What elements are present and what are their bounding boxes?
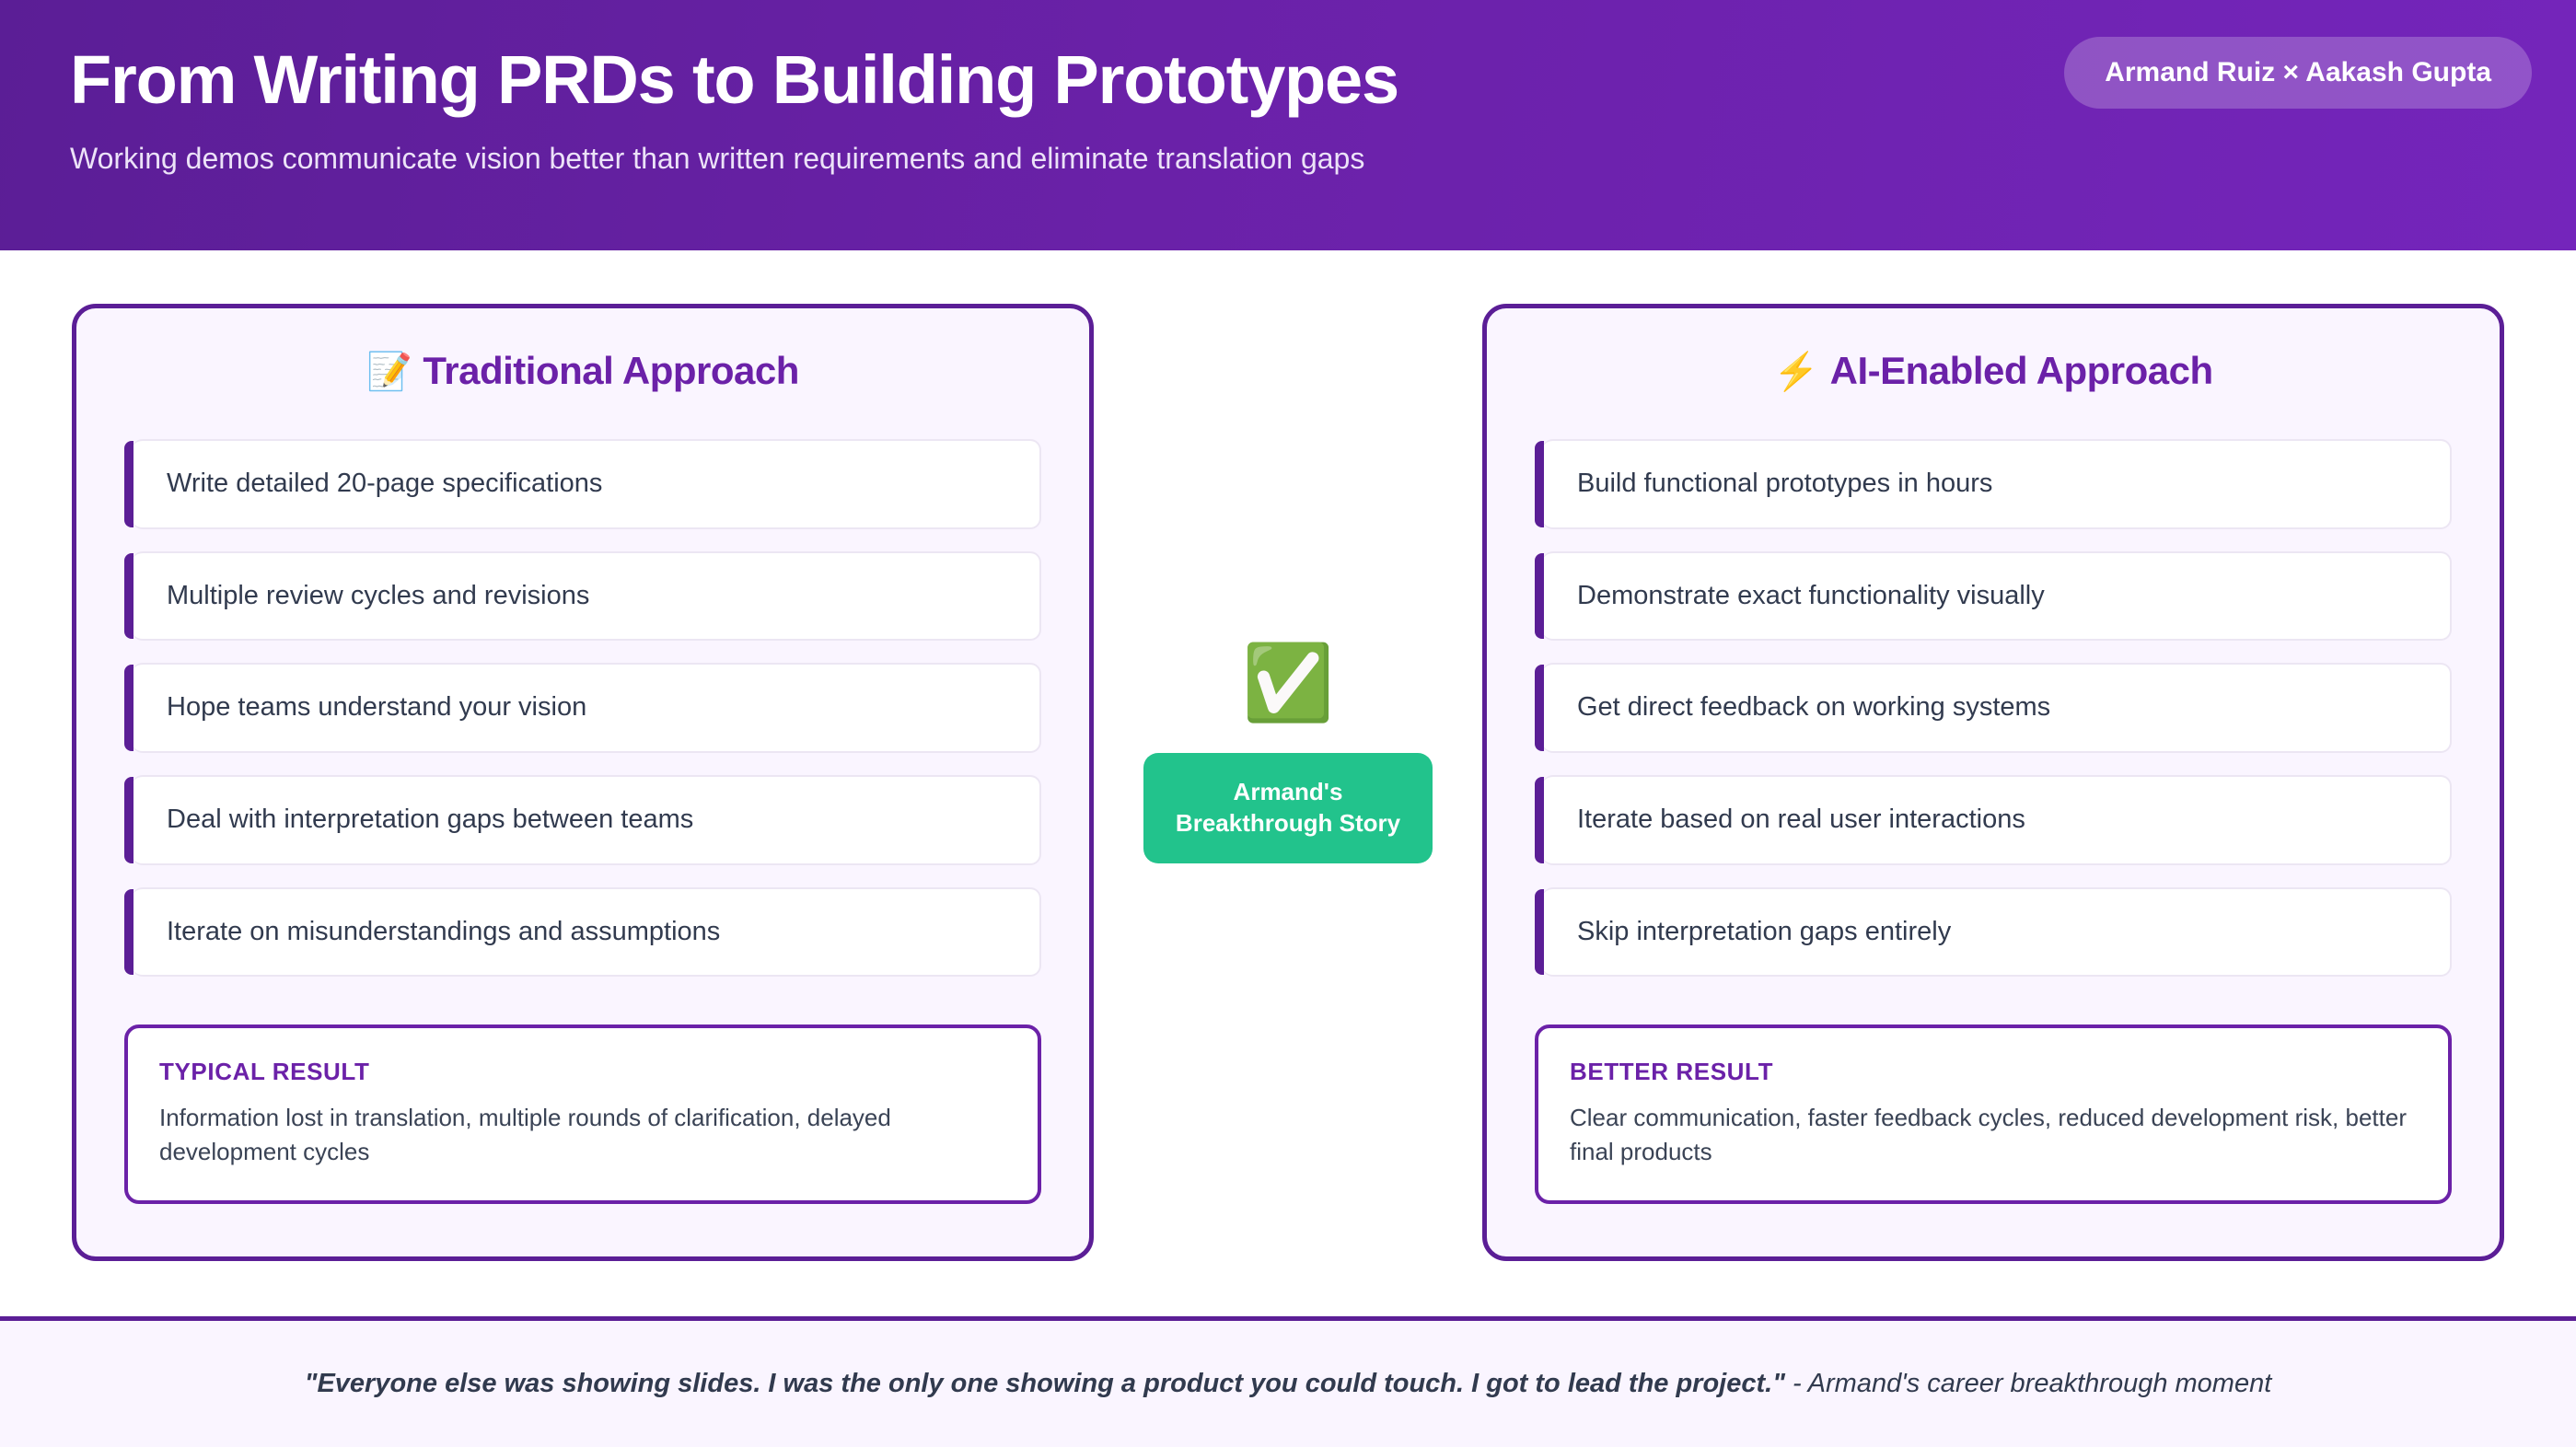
better-result-label: BETTER RESULT	[1570, 1058, 1774, 1086]
page-subtitle: Working demos communicate vision better …	[70, 142, 1365, 176]
list-item: Iterate based on real user interactions	[1535, 775, 2452, 865]
breakthrough-badge-line2: Breakthrough Story	[1175, 808, 1401, 837]
list-item: Skip interpretation gaps entirely	[1535, 886, 2452, 978]
typical-result-text: Information lost in translation, multipl…	[159, 1104, 891, 1166]
lightning-bolt-icon: ⚡	[1773, 352, 1819, 392]
list-item: Multiple review cycles and revisions	[124, 550, 1041, 642]
traditional-approach-card: 📝 Traditional Approach Write detailed 20-…	[72, 304, 1094, 1261]
page-header: From Writing PRDs to Building Prototypes…	[0, 0, 2576, 250]
better-result-box: BETTER RESULT Clear communication, faste…	[1535, 1024, 2452, 1205]
footer-quote: "Everyone else was showing slides. I was…	[305, 1369, 2272, 1399]
list-item: Iterate on misunderstandings and assumpt…	[124, 886, 1041, 978]
comparison-area: 📝 Traditional Approach Write detailed 20-…	[0, 250, 2576, 1316]
white-check-mark-icon: ✅	[1242, 642, 1334, 724]
list-item: Demonstrate exact functionality visually	[1535, 550, 2452, 642]
ai-item-list: Build functional prototypes in hours Dem…	[1535, 439, 2452, 978]
better-result-text: Clear communication, faster feedback cyc…	[1570, 1104, 2407, 1166]
ai-card-title: ⚡AI-Enabled Approach	[1535, 349, 2452, 393]
list-item: Write detailed 20-page specifications	[124, 439, 1041, 529]
page-title: From Writing PRDs to Building Prototypes	[70, 41, 1399, 118]
list-item: Hope teams understand your vision	[124, 663, 1041, 754]
breakthrough-badge-line1: Armand's	[1233, 778, 1343, 805]
ai-enabled-approach-card: ⚡AI-Enabled Approach Build functional pr…	[1482, 304, 2504, 1261]
traditional-card-title-text: Traditional Approach	[423, 349, 799, 392]
traditional-card-title: 📝 Traditional Approach	[124, 349, 1041, 393]
typical-result-label: TYPICAL RESULT	[159, 1058, 370, 1086]
presenters-badge: Armand Ruiz × Aakash Gupta	[2064, 37, 2532, 109]
footer-quote-text: "Everyone else was showing slides. I was…	[304, 1369, 1785, 1398]
list-item: Deal with interpretation gaps between te…	[124, 775, 1041, 865]
traditional-item-list: Write detailed 20-page specifications Mu…	[124, 439, 1041, 978]
breakthrough-story-badge: Armand's Breakthrough Story	[1143, 753, 1433, 863]
center-divider-column: ✅ Armand's Breakthrough Story	[1104, 304, 1472, 1316]
footer-quote-attribution: - Armand's career breakthrough moment	[1784, 1369, 2272, 1398]
typical-result-box: TYPICAL RESULT Information lost in trans…	[124, 1024, 1041, 1205]
list-item: Get direct feedback on working systems	[1535, 663, 2452, 754]
ai-card-title-text: AI-Enabled Approach	[1829, 349, 2213, 392]
memo-icon: 📝	[366, 352, 412, 392]
list-item: Build functional prototypes in hours	[1535, 439, 2452, 529]
page-footer: "Everyone else was showing slides. I was…	[0, 1316, 2576, 1447]
